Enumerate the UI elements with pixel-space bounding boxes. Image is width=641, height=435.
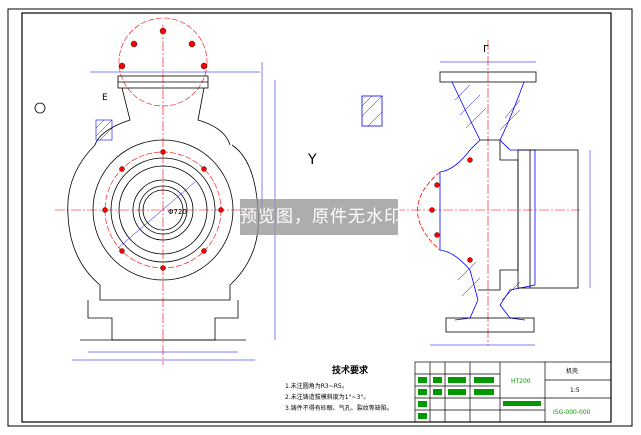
side-bolt-holes: [429, 157, 473, 263]
casing-bore: [138, 185, 188, 235]
tech-note-3: 3.铸件不得有砂眼、气孔、裂纹等缺陷。: [285, 404, 393, 412]
tb-green-cell: [433, 377, 442, 383]
tb-green-cell: [418, 401, 427, 407]
tb-green-cell: [474, 377, 494, 383]
front-view: [34, 17, 276, 365]
datum-label: Y: [307, 152, 317, 168]
section-label-left: E: [102, 93, 108, 103]
tb-green-cell: [448, 389, 466, 395]
tb-green-cell: [503, 401, 541, 406]
inner-border: [21, 12, 612, 423]
casing-ring-1: [110, 157, 216, 263]
title-block-part-name: 机壳: [566, 367, 578, 375]
hatch: [504, 99, 521, 119]
tb-green-cell: [474, 389, 494, 395]
hatch: [99, 127, 113, 141]
preview-watermark: 预览图，原件无水印: [240, 199, 401, 235]
title-block-green-cells: [418, 377, 541, 419]
hatch: [459, 94, 481, 116]
bolt-hole: [159, 27, 167, 35]
diameter-label: Φ720: [168, 208, 187, 216]
bolt-hole: [160, 265, 166, 271]
bolt-hole: [102, 207, 108, 213]
diameter-leader: [117, 181, 196, 249]
side-discharge-flange: [439, 71, 537, 83]
side-volute-wall-right: [499, 81, 536, 321]
hatch: [457, 261, 477, 281]
hatch: [465, 107, 487, 129]
side-volute-wall-left: [439, 81, 481, 321]
hatch: [461, 277, 481, 297]
hatch: [361, 95, 373, 107]
hatch: [499, 109, 521, 131]
bolt-hole: [160, 149, 166, 155]
bolt-hole: [429, 207, 435, 213]
side-inner-cavity: [478, 139, 519, 291]
hatch: [95, 119, 113, 137]
section-detail-circle: [34, 102, 46, 114]
top-flange-bolt-circle: [118, 17, 208, 107]
bolt-hole: [119, 248, 125, 254]
hatch: [361, 95, 383, 117]
volute-outline: [67, 144, 259, 301]
bolt-hole: [467, 257, 473, 263]
bolt-hole: [130, 40, 138, 48]
bolt-hole: [200, 62, 208, 70]
casing-outer-circle: [92, 139, 234, 281]
tb-green-cell: [433, 389, 442, 395]
bolt-holes: [102, 27, 224, 271]
hatch: [454, 84, 471, 101]
casing-ring-2: [118, 165, 208, 255]
hatch: [367, 111, 383, 127]
tech-requirements-title: 技术要求: [332, 364, 369, 376]
title-block-scale: 1:5: [570, 387, 580, 394]
tb-green-cell: [418, 389, 427, 395]
side-base: [445, 317, 535, 333]
side-section-view: [361, 40, 591, 346]
tb-green-cell: [418, 377, 427, 383]
casing-bore-inner: [142, 189, 184, 231]
hatch: [95, 119, 105, 129]
detail-flange-section: [361, 95, 383, 127]
side-hub-arc: [417, 171, 441, 251]
tb-green-cell: [418, 413, 427, 419]
side-casing-body: [517, 149, 579, 289]
tech-note-2: 2.未注铸造拔模斜度为1°~3°。: [285, 393, 369, 401]
casing-ring-3: [132, 179, 194, 241]
hatched-section-left: [95, 119, 113, 141]
hatch: [501, 281, 521, 301]
bolt-hole: [201, 248, 207, 254]
bolt-hole: [434, 232, 440, 238]
bolt-hole: [218, 207, 224, 213]
title-block-drawing-no: ISG-000-000: [553, 409, 591, 416]
tech-note-1: 1.未注圆角为R3~R5。: [285, 382, 348, 390]
bolt-hole: [118, 62, 126, 70]
bolt-hole: [434, 182, 440, 188]
title-block-material: HT200: [511, 378, 531, 385]
title-block: [414, 361, 612, 423]
tb-green-cell: [448, 377, 466, 383]
bolt-hole: [188, 40, 196, 48]
section-label-top-right: Γ: [483, 44, 489, 55]
bolt-hole: [467, 157, 473, 163]
side-hatching: [454, 84, 521, 301]
title-block-frame: [414, 361, 612, 423]
bolt-hole: [201, 166, 207, 172]
discharge-nozzle: [94, 87, 231, 146]
bolt-hole: [119, 166, 125, 172]
outer-border: [7, 8, 633, 427]
